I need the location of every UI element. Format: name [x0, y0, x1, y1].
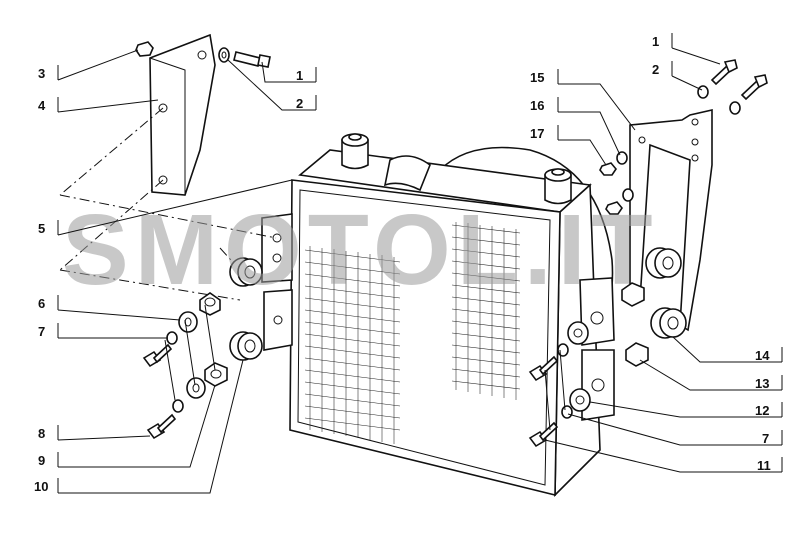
- leader-16: [557, 97, 621, 156]
- leader-11: [544, 439, 783, 473]
- nut-17: [599, 162, 623, 215]
- callout-12: 12: [755, 403, 769, 418]
- callout-leaders: [57, 33, 783, 494]
- washer-12: [567, 321, 591, 412]
- leader-10: [57, 359, 244, 494]
- spacer-9: [204, 362, 228, 387]
- leader-3: [57, 49, 139, 81]
- callout-17: 17: [530, 126, 544, 141]
- callout-1a: 1: [296, 68, 303, 83]
- callout-2a: 2: [296, 96, 303, 111]
- callout-14: 14: [755, 348, 770, 363]
- callout-9: 9: [38, 453, 45, 468]
- callout-1b: 1: [652, 34, 659, 49]
- callout-11: 11: [757, 458, 771, 473]
- radiator-right-bracket-lower: [581, 349, 615, 421]
- rubber-mount-14: [650, 307, 687, 339]
- leader-5: [57, 179, 293, 236]
- leader-12: [589, 401, 783, 418]
- callout-2b: 2: [652, 62, 659, 77]
- washer-16: [616, 151, 634, 202]
- filler-neck-right: [544, 168, 572, 205]
- spacer-13-upper: [621, 282, 645, 307]
- bolt-1-left: [233, 51, 271, 68]
- leader-8: [57, 425, 151, 441]
- bolt-8-upper: [142, 343, 173, 368]
- spacer-13: [625, 342, 649, 367]
- washer-lower-left: [186, 377, 206, 399]
- leader-1b: [671, 33, 721, 65]
- radiator-core-frame: [289, 179, 561, 497]
- callout-labels: 3 4 5 6 7 8 9 10 1 2 1 2 15 16 17 14 13 …: [34, 34, 771, 494]
- rubber-mount-10: [229, 331, 263, 361]
- core-grid-right: [451, 222, 521, 400]
- left-support-bracket: [149, 33, 216, 196]
- radiator-left-bracket-lower: [263, 289, 293, 351]
- leader-13: [639, 359, 783, 391]
- callout-3: 3: [38, 66, 45, 81]
- washer-small-left: [172, 399, 184, 413]
- callout-7a: 7: [38, 324, 45, 339]
- spacer-6-upper: [199, 292, 221, 316]
- leader-17: [557, 125, 607, 166]
- nut-3: [135, 41, 154, 57]
- callout-6: 6: [38, 296, 45, 311]
- leader-9: [57, 384, 216, 468]
- callout-8: 8: [38, 426, 45, 441]
- leader-4: [57, 97, 159, 113]
- callout-15: 15: [530, 70, 544, 85]
- leader-7b: [567, 413, 783, 446]
- leader-2a: [227, 59, 317, 111]
- leader-15: [557, 69, 636, 131]
- callout-16: 16: [530, 98, 544, 113]
- radiator-assembly: [261, 133, 615, 497]
- bolt-8-lower: [146, 413, 177, 440]
- left-assembly-guides: [164, 304, 216, 401]
- bolt-1-right-b: [740, 74, 768, 101]
- callout-13: 13: [755, 376, 769, 391]
- bolt-11-upper: [528, 355, 559, 382]
- washer-2-right: [697, 85, 741, 115]
- leader-2b: [671, 61, 703, 91]
- rubber-mount-14-upper: [645, 247, 682, 279]
- callout-10: 10: [34, 479, 48, 494]
- leader-7a: [57, 323, 168, 339]
- right-assembly-guides: [544, 349, 566, 431]
- leader-14: [672, 336, 783, 363]
- callout-4: 4: [38, 98, 46, 113]
- rubber-mount-upper-left: [229, 257, 263, 287]
- core-grid-left: [304, 246, 401, 444]
- bolt-1-right-a: [710, 59, 738, 86]
- washer-6: [178, 311, 198, 333]
- washer-7-left: [166, 331, 178, 345]
- radiator-left-bracket-upper: [261, 213, 293, 283]
- leader-6: [57, 295, 181, 321]
- leader-1a: [261, 61, 317, 83]
- top-hose-collar: [383, 155, 431, 192]
- callout-5: 5: [38, 221, 45, 236]
- filler-neck-left: [341, 133, 369, 170]
- radiator-core-inner: [297, 189, 551, 486]
- callout-7b: 7: [762, 431, 769, 446]
- washer-2-left: [218, 47, 230, 63]
- watermark-text: SMOTOL.IT: [62, 194, 659, 306]
